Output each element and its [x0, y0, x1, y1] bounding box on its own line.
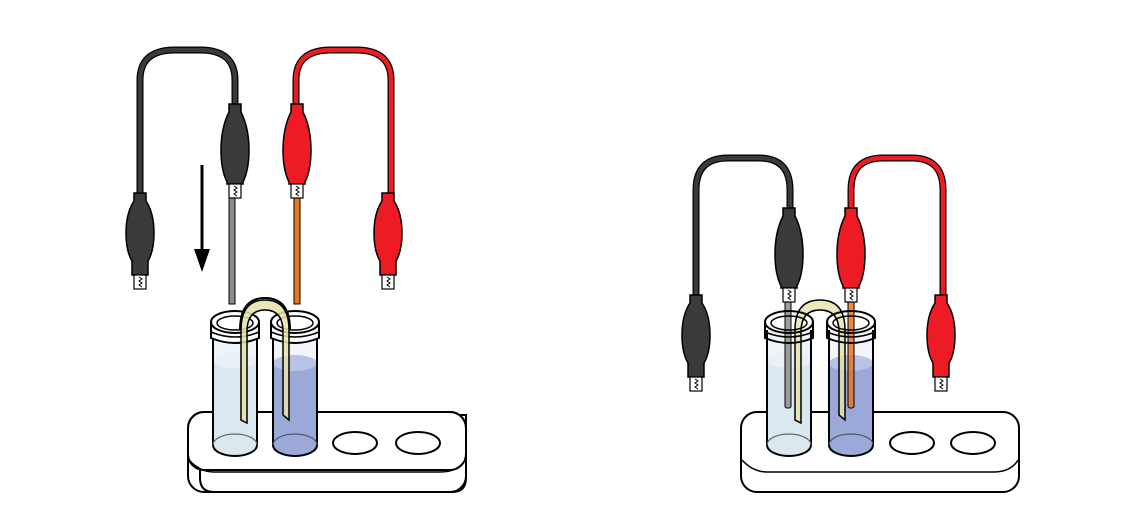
panel-after	[681, 154, 1020, 493]
red-wire	[292, 46, 395, 195]
black-wire	[136, 46, 239, 195]
grey-electrode	[228, 197, 236, 305]
black-clip-free	[125, 192, 155, 290]
left-test-tube	[210, 310, 260, 457]
black-wire	[692, 154, 794, 297]
red-clip-free	[926, 294, 956, 392]
down-arrow-icon	[194, 165, 210, 272]
grey-electrode	[784, 295, 792, 409]
red-clip-free	[373, 192, 403, 290]
salt-bridge	[239, 296, 291, 425]
red-wire	[847, 154, 947, 297]
black-clip-free	[681, 294, 711, 392]
red-clip-attached	[836, 207, 866, 303]
copper-electrode	[847, 295, 855, 409]
panel-before	[125, 46, 467, 493]
copper-electrode	[293, 197, 301, 305]
red-clip-attached	[282, 103, 312, 199]
black-clip-attached	[220, 103, 250, 199]
right-test-tube	[270, 310, 320, 457]
black-clip-attached	[774, 207, 804, 303]
